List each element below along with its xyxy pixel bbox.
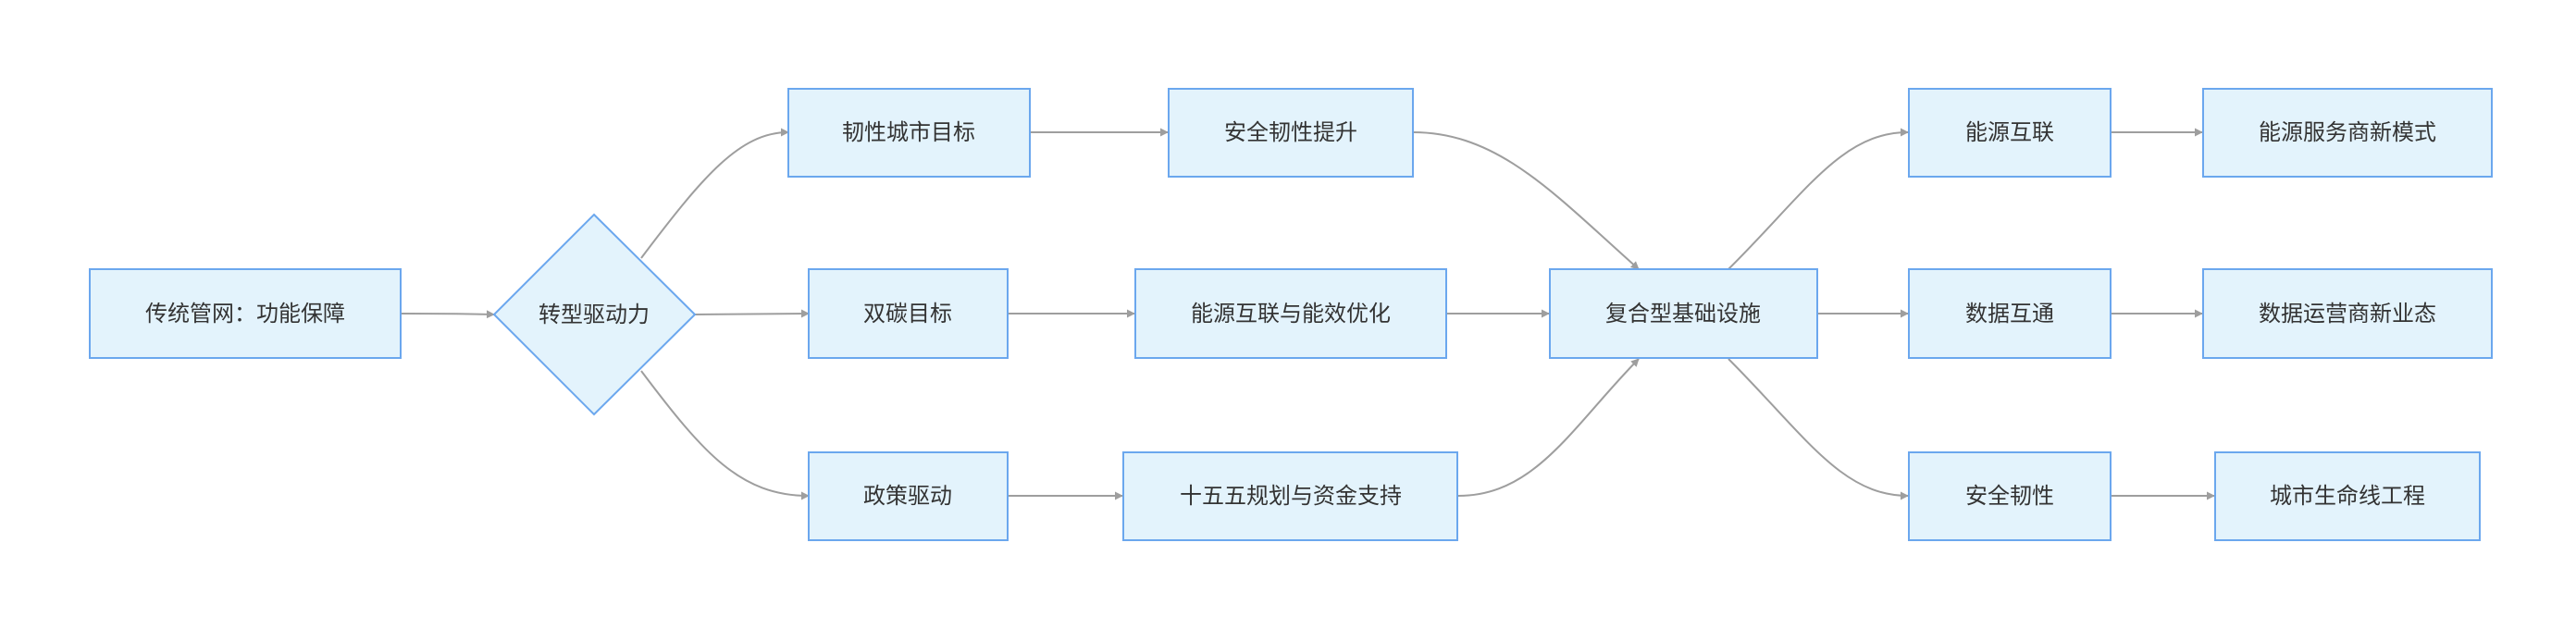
node-safety-upgrade-label: 安全韧性提升: [1224, 119, 1357, 145]
nodes: 传统管网：功能保障 转型驱动力 韧性城市目标 安全韧性提升 双碳目标 能源互联与…: [89, 88, 2493, 541]
node-lifeline-box: [2214, 451, 2481, 541]
node-plan-funding-label: 十五五规划与资金支持: [1180, 483, 1402, 509]
node-safety-resilience-label: 安全韧性: [1965, 483, 2054, 509]
node-plan-funding: 十五五规划与资金支持: [1122, 451, 1458, 541]
node-data-operator-box: [2202, 268, 2493, 359]
node-energy-efficiency: 能源互联与能效优化: [1134, 268, 1447, 359]
node-energy-internet: 能源互联: [1908, 88, 2112, 178]
node-energy-service: 能源服务商新模式: [2202, 88, 2493, 178]
node-safety-resilience: 安全韧性: [1908, 451, 2112, 541]
node-dual-carbon-label: 双碳目标: [863, 301, 952, 327]
node-energy-internet-label: 能源互联: [1965, 119, 2054, 145]
edge-driver-to-resilient-city: [640, 128, 789, 259]
node-traditional-box: [89, 268, 402, 359]
node-driver: 转型驱动力: [492, 213, 697, 416]
node-policy-label: 政策驱动: [863, 483, 952, 509]
node-data-interconnect-label: 数据互通: [1965, 301, 2054, 327]
node-composite-box: [1549, 268, 1818, 359]
node-traditional: 传统管网：功能保障: [89, 268, 402, 359]
edge-driver-to-policy: [640, 370, 810, 500]
node-safety-upgrade: 安全韧性提升: [1168, 88, 1414, 178]
edges: [401, 128, 2215, 500]
node-dual-carbon: 双碳目标: [808, 268, 1009, 359]
edge-plan-funding-to-composite: [1457, 358, 1640, 497]
node-lifeline-label: 城市生命线工程: [2270, 483, 2425, 509]
edge-composite-to-safety-resilience: [1728, 358, 1909, 500]
node-energy-service-box: [2202, 88, 2493, 178]
node-driver-label: 转型驱动力: [539, 302, 650, 327]
node-energy-internet-box: [1908, 88, 2112, 178]
node-energy-efficiency-box: [1134, 268, 1447, 359]
node-policy: 政策驱动: [808, 451, 1009, 541]
node-resilient-city: 韧性城市目标: [787, 88, 1031, 178]
node-driver-diamond: [492, 213, 697, 416]
node-composite-label: 复合型基础设施: [1605, 301, 1761, 327]
node-safety-resilience-box: [1908, 451, 2112, 541]
edge-safety-upgrade-to-composite: [1412, 131, 1640, 270]
node-energy-efficiency-label: 能源互联与能效优化: [1191, 301, 1391, 327]
node-lifeline: 城市生命线工程: [2214, 451, 2481, 541]
node-energy-service-label: 能源服务商新模式: [2259, 119, 2436, 145]
node-policy-box: [808, 451, 1009, 541]
node-safety-upgrade-box: [1168, 88, 1414, 178]
node-data-interconnect: 数据互通: [1908, 268, 2112, 359]
node-dual-carbon-box: [808, 268, 1009, 359]
node-resilient-city-label: 韧性城市目标: [842, 119, 975, 145]
node-data-operator-label: 数据运营商新业态: [2259, 301, 2436, 327]
node-data-interconnect-box: [1908, 268, 2112, 359]
node-resilient-city-box: [787, 88, 1031, 178]
node-data-operator: 数据运营商新业态: [2202, 268, 2493, 359]
node-composite: 复合型基础设施: [1549, 268, 1818, 359]
edge-composite-to-energy-internet: [1728, 128, 1909, 270]
node-plan-funding-box: [1122, 451, 1458, 541]
node-traditional-label: 传统管网：功能保障: [145, 301, 345, 327]
